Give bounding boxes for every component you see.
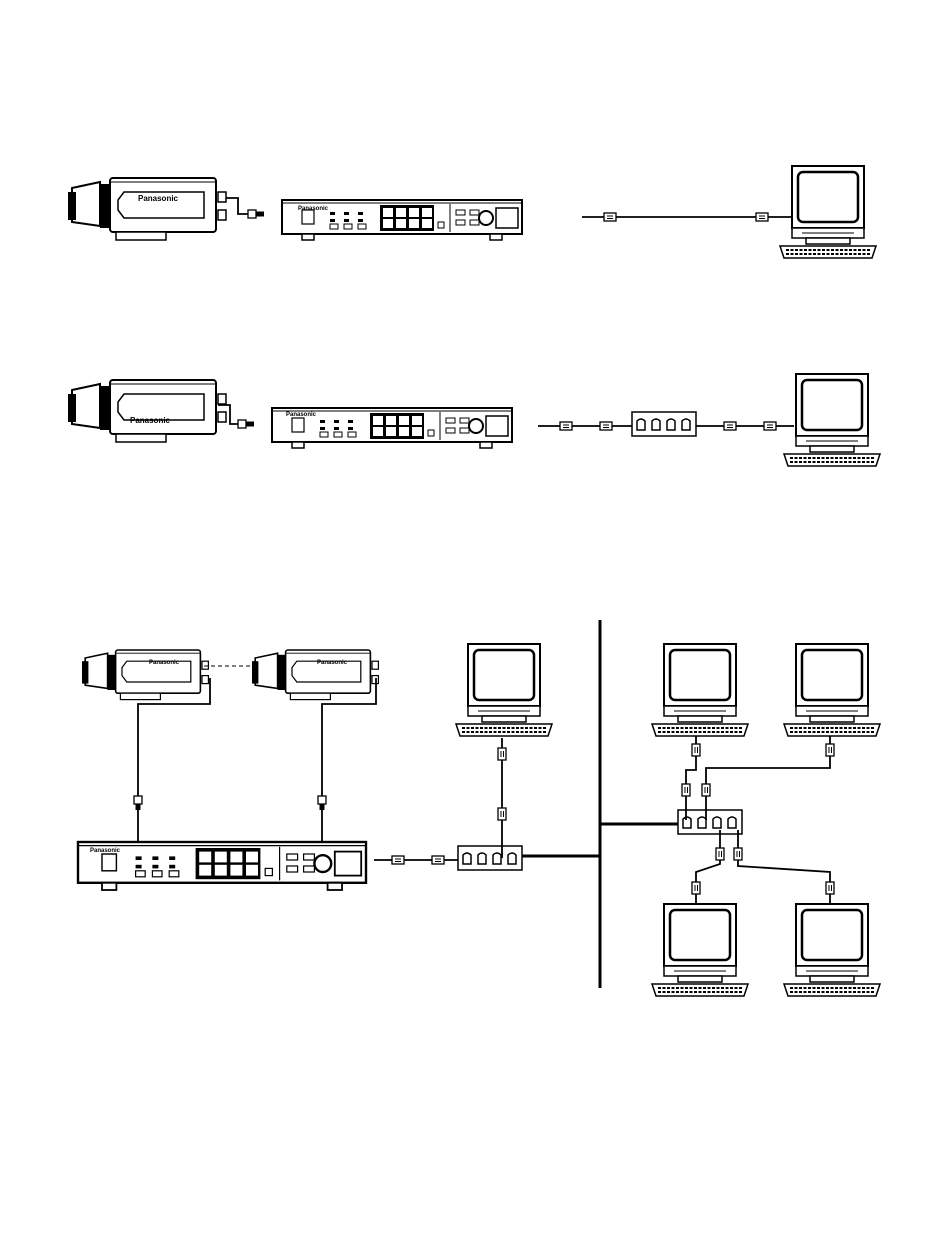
rj45-plug <box>682 784 690 796</box>
brand-label: Panasonic <box>298 206 329 212</box>
diagram-direct-connection: Panasonic Panasonic <box>68 166 876 258</box>
brand-label: Panasonic <box>286 412 317 418</box>
diagram-hub-connection: Panasonic Panasonic <box>68 374 880 466</box>
rj45-plug <box>826 744 834 756</box>
rj45-plug <box>724 422 736 430</box>
diagram-network-connection: Panasonic Panasonic Panasonic <box>78 620 880 996</box>
rj45-plug <box>392 856 404 864</box>
brand-label: Panasonic <box>138 194 179 203</box>
bnc-connector <box>248 210 264 218</box>
rj45-plug <box>756 213 768 221</box>
pc <box>784 374 880 466</box>
pc <box>784 644 880 736</box>
brand-label: Panasonic <box>149 660 180 666</box>
hub <box>678 810 742 834</box>
hub <box>458 846 522 870</box>
network-cable <box>706 736 830 820</box>
video-server <box>78 842 366 890</box>
camera <box>252 650 378 700</box>
pc <box>780 166 876 258</box>
bnc-connector <box>238 420 254 428</box>
pc <box>784 904 880 996</box>
rj45-plug <box>600 422 612 430</box>
camera <box>82 650 208 700</box>
rj45-plug <box>692 882 700 894</box>
rj45-plug <box>604 213 616 221</box>
network-cable <box>738 830 830 904</box>
rj45-plug <box>764 422 776 430</box>
brand-label: Panasonic <box>317 660 348 666</box>
bnc-connector <box>318 796 326 810</box>
video-cable <box>226 198 248 214</box>
rj45-plug <box>432 856 444 864</box>
hub <box>632 412 696 436</box>
video-cable <box>138 678 210 842</box>
rj45-plug <box>692 744 700 756</box>
rj45-plug <box>560 422 572 430</box>
brand-label: Panasonic <box>130 416 171 425</box>
brand-label: Panasonic <box>90 848 121 854</box>
rj45-plug <box>498 748 506 760</box>
bnc-connector <box>134 796 142 810</box>
rj45-plug <box>716 848 724 860</box>
pc <box>652 644 748 736</box>
pc <box>456 644 552 736</box>
camera <box>68 380 226 442</box>
rj45-plug <box>826 882 834 894</box>
rj45-plug <box>734 848 742 860</box>
rj45-plug <box>498 808 506 820</box>
rj45-plug <box>702 784 710 796</box>
video-cable <box>322 678 376 842</box>
pc <box>652 904 748 996</box>
camera: Panasonic <box>68 178 226 240</box>
